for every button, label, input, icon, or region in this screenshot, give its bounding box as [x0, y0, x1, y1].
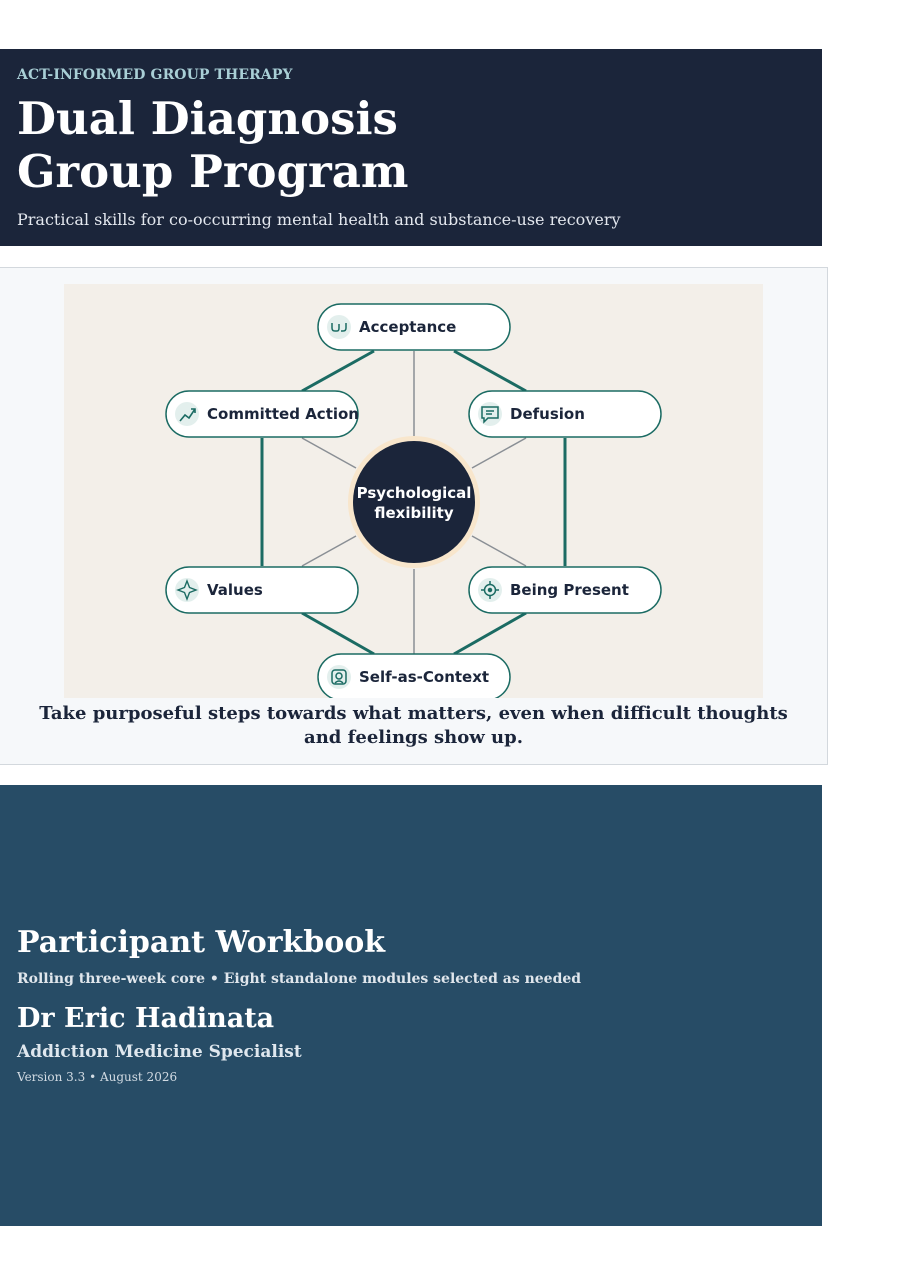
figure-caption: Take purposeful steps towards what matte… [39, 703, 788, 748]
hands-icon [331, 323, 347, 332]
node-label-values: Values [207, 581, 263, 599]
workbook-title: Participant Workbook [17, 925, 386, 960]
node-being-present: Being Present [468, 566, 662, 614]
node-values: Values [165, 566, 359, 614]
title-line-2: Group Program [17, 145, 409, 198]
node-label-self-as-context: Self-as-Context [359, 668, 489, 686]
author-name: Dr Eric Hadinata [17, 1003, 275, 1034]
node-label-committed-action: Committed Action [207, 405, 359, 423]
node-self-as-context: Self-as-Context [317, 653, 511, 698]
document-title: Dual Diagnosis Group Program [17, 92, 409, 198]
hexagon-edges [260, 349, 567, 656]
center-label-line-1: Psychological [357, 484, 472, 502]
workbook-subtitle: Rolling three-week core • Eight standalo… [17, 971, 582, 987]
compass-star-icon [176, 579, 198, 601]
target-icon [481, 581, 499, 599]
hexagon-spokes [301, 351, 527, 654]
document-subtitle: Practical skills for co-occurring mental… [17, 210, 621, 229]
title-banner: ACT-INFORMED GROUP THERAPY Dual Diagnosi… [0, 49, 822, 246]
hexaflex-diagram: Psychological flexibility Acceptance Com… [64, 284, 763, 698]
node-committed-action: Committed Action [165, 390, 359, 438]
self-frame-icon [331, 669, 347, 685]
version-info: Version 3.3 • August 2026 [17, 1070, 178, 1084]
program-kicker: ACT-INFORMED GROUP THERAPY [17, 67, 293, 83]
speech-bubble-icon [481, 406, 499, 424]
node-label-defusion: Defusion [510, 405, 585, 423]
title-line-1: Dual Diagnosis [17, 92, 398, 145]
center-circle [353, 441, 475, 563]
trending-up-icon [179, 408, 196, 422]
center-label-line-2: flexibility [374, 504, 453, 522]
cover-panel: Participant Workbook Rolling three-week … [0, 785, 822, 1226]
node-acceptance: Acceptance [317, 303, 511, 351]
node-defusion: Defusion [468, 390, 662, 438]
hexaflex-figure: Psychological flexibility Acceptance Com… [0, 267, 828, 765]
author-role: Addiction Medicine Specialist [17, 1042, 302, 1062]
node-label-acceptance: Acceptance [359, 318, 456, 336]
node-label-being-present: Being Present [510, 581, 629, 599]
